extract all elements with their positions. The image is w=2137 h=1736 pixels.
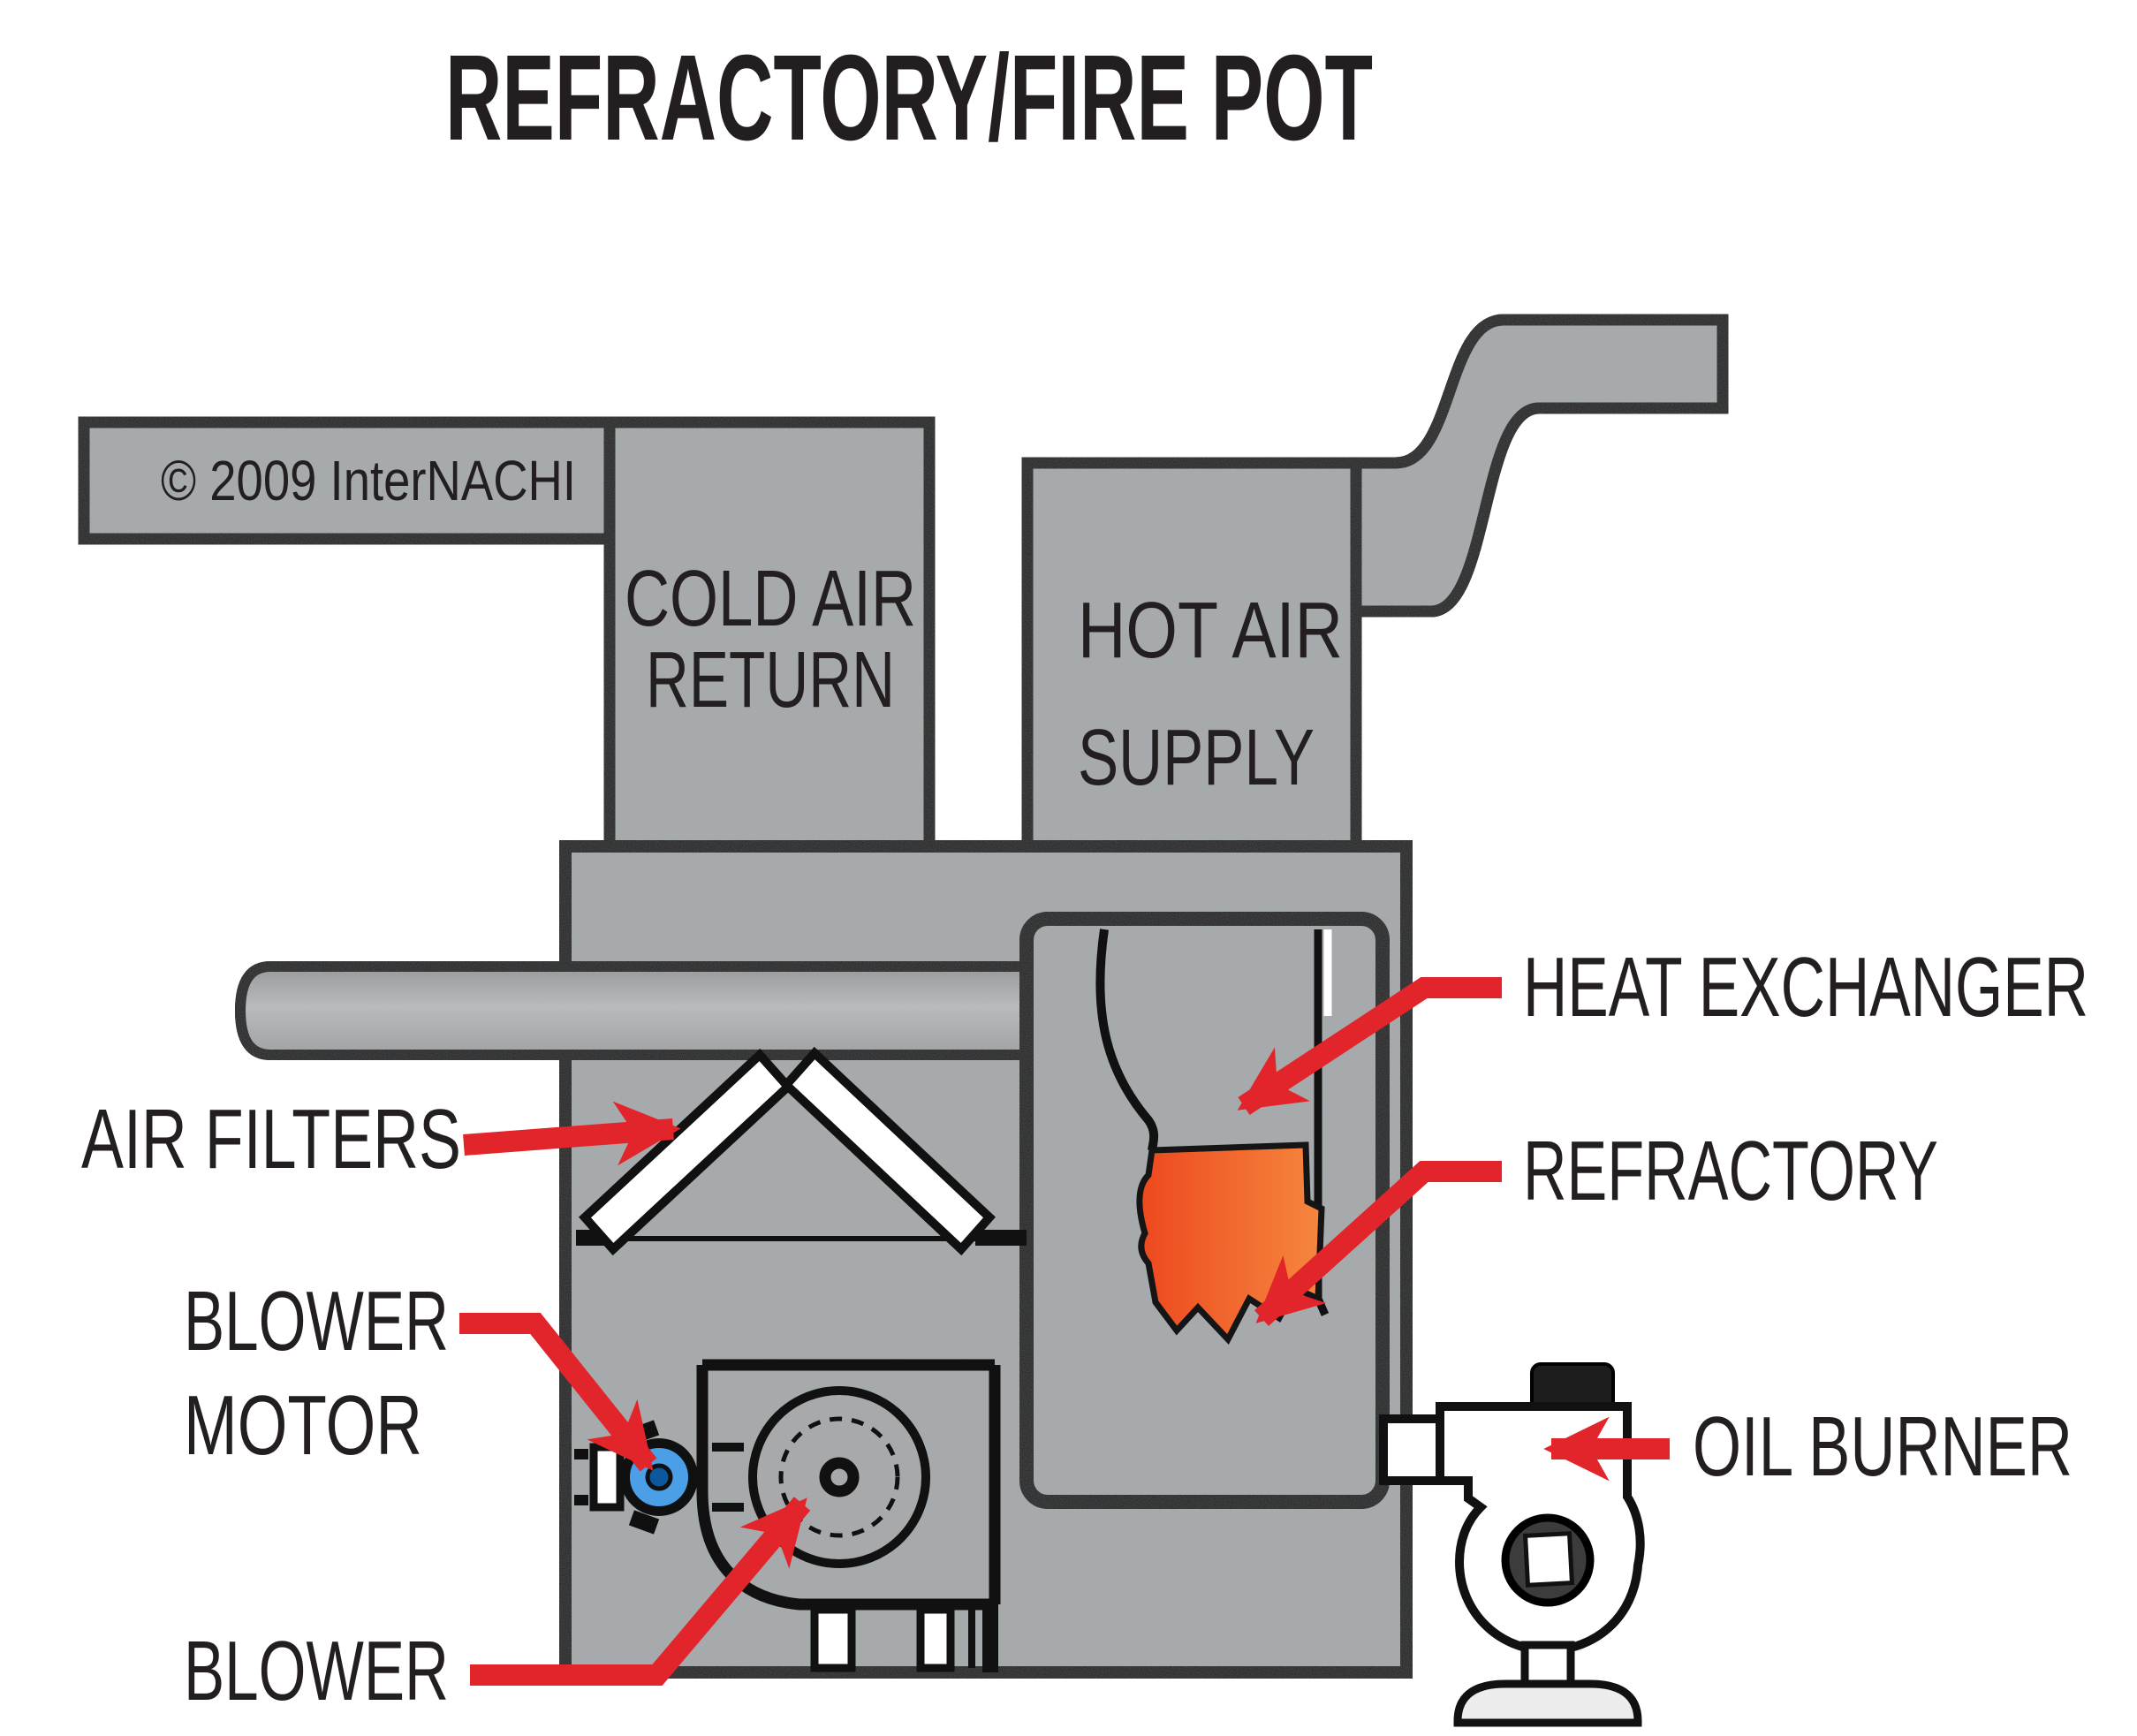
hot-air-supply-label-line2: SUPPLY [1078,714,1315,802]
air-filters-label: AIR FILTERS [81,1092,461,1186]
blower-motor-shaft [645,1463,673,1491]
refractory-label: REFRACTORY [1523,1124,1938,1218]
burner-pedestal-stem [1520,1641,1575,1690]
air-filters-arrow [463,1101,681,1166]
refractory-arrow [1254,1161,1502,1326]
blower-hub [819,1457,860,1497]
blower-outlet-slot-2 [916,1605,955,1672]
blower-outlet-rib [968,1610,975,1668]
oil-burner-assembly [1379,1362,1645,1727]
heat-exchanger-label: HEAT EXCHANGER [1523,940,2088,1035]
blower-motor-label-line2: MOTOR [184,1378,422,1473]
blower-motor-label-line1: BLOWER [184,1274,449,1368]
blower-outlet-slot-1 [810,1605,856,1672]
heat-exchanger-arrow [1237,977,1502,1116]
blower-shaft-lines [712,1443,744,1512]
motor-mount-nub-bottom [574,1495,588,1505]
page-title: REFRACTORY/FIRE POT [445,30,1373,166]
oil-supply-pipe [234,961,1041,1060]
air-filter-left [579,1048,794,1256]
copyright-note: © 2009 InterNACHI [161,449,576,512]
cold-air-return-label-line2: RETURN [646,636,895,724]
blower-motor-arrow [459,1313,657,1472]
oil-burner-label: OIL BURNER [1693,1399,2073,1494]
blower-arrow [470,1497,811,1686]
blower-outlet-bar [982,1599,998,1672]
blower-wheel-inner-dashed [778,1416,900,1538]
motor-mount-nub-top [574,1449,588,1459]
blower-label: BLOWER [184,1624,449,1718]
burner-fan-window [1522,1531,1575,1588]
hot-air-supply-label-line1: HOT AIR [1078,587,1343,675]
hot-air-supply-duct [1021,457,1362,860]
air-filter-right [780,1046,996,1256]
heat-exchanger-wall-curve [1095,929,1159,1151]
motor-mount [589,1443,625,1512]
cold-air-return-label-line1: COLD AIR [625,555,916,643]
flue-duct [1350,314,1729,618]
air-filters [576,1046,1027,1256]
filter-foot-right [975,1230,1027,1246]
callout-arrows [459,977,1670,1686]
burner-pedestal-base [1453,1679,1642,1727]
blower-housing [696,1359,1001,1611]
motor-ear-bottom [628,1510,660,1535]
burner-feed-tube [1379,1414,1444,1485]
